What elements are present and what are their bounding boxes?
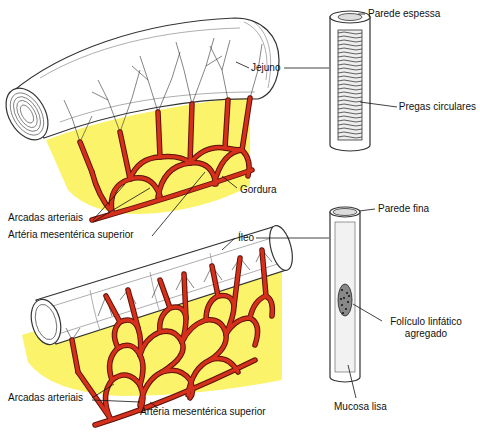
ileum-end [265, 223, 296, 273]
part-label: Artéria mesentérica superior [140, 406, 266, 418]
ileum-lumen [32, 302, 61, 342]
part-label: Jejuno [251, 62, 280, 74]
ileum-section [330, 212, 360, 382]
leader-lines [92, 14, 397, 408]
jejunum-folds [3, 87, 50, 141]
jejunum-section [330, 17, 370, 151]
part-label: Arcadas arteriais [8, 212, 83, 224]
section-lumen [338, 14, 362, 21]
ileum-opening [27, 296, 66, 348]
part-label: Pregas circulares [399, 101, 476, 113]
jejunum-tube [12, 18, 279, 138]
section-top [330, 207, 360, 217]
part-label: Íleo [238, 232, 254, 244]
jejunum-opening [0, 81, 57, 147]
part-label: Gordura [240, 184, 277, 196]
jejunum-lumen [338, 30, 362, 140]
artery-fill [80, 98, 252, 220]
ileum-mucosa [335, 222, 355, 372]
part-label: Mucosa lisa [334, 401, 387, 413]
lymph-follicle [338, 284, 352, 316]
circular-folds [338, 32, 362, 138]
artery-outline [80, 98, 252, 220]
section-top [330, 11, 370, 23]
follicle-dots [340, 289, 350, 314]
part-label: Folículo linfático agregado [380, 316, 472, 340]
section-lumen [333, 209, 357, 216]
tube-shading [40, 22, 271, 122]
artery-outline [72, 250, 272, 425]
part-label: Parede espessa [368, 8, 440, 20]
artery-fill [72, 250, 272, 425]
part-label: Arcadas arteriais [8, 392, 83, 404]
part-label: Parede fina [378, 203, 429, 215]
part-label: Artéria mesentérica superior [8, 229, 134, 241]
